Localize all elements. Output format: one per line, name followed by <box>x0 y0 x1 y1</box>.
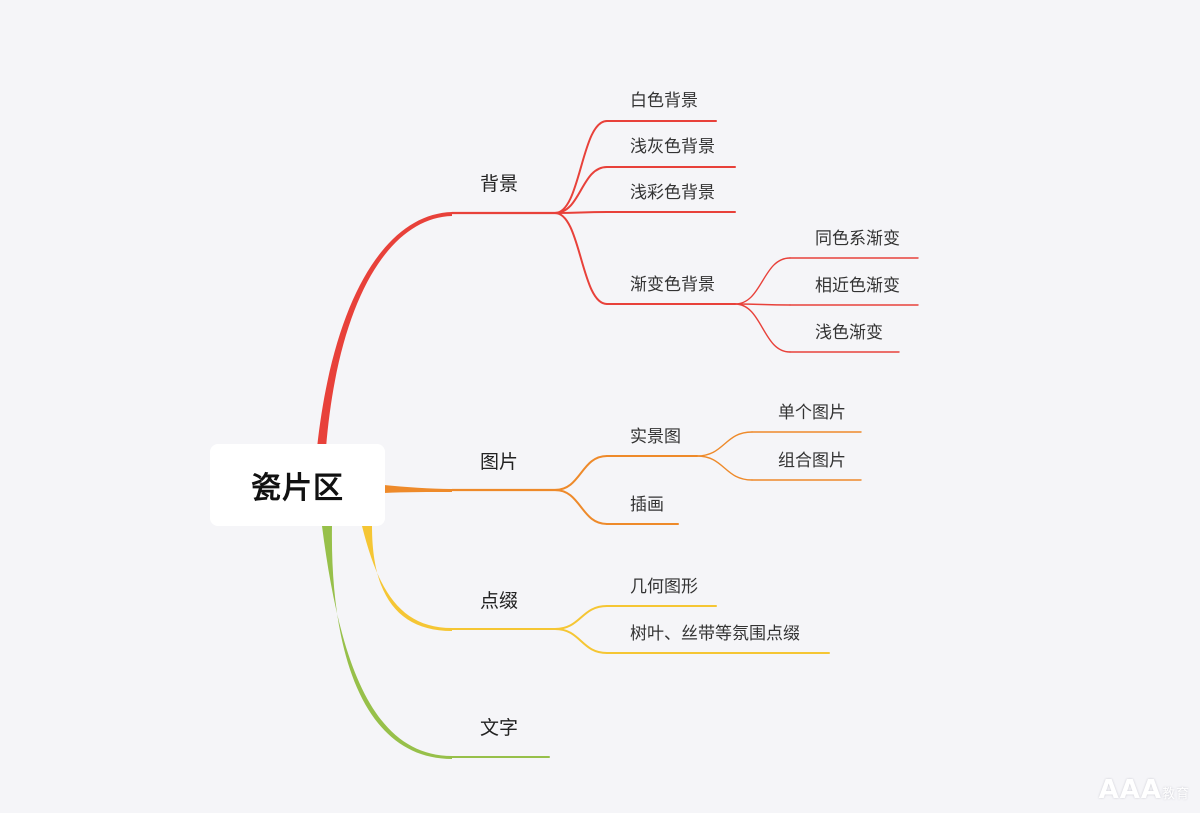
node-leaves-ribbons[interactable]: 树叶、丝带等氛围点缀 <box>630 624 800 644</box>
node-dianzhui[interactable]: 点缀 <box>480 590 519 612</box>
edge-beijing-color <box>554 211 608 214</box>
node-combined-images[interactable]: 组合图片 <box>778 451 846 471</box>
node-illustration[interactable]: 插画 <box>630 495 664 515</box>
root-node[interactable]: 瓷片区 <box>210 444 385 526</box>
watermark-text: AAA <box>1098 775 1162 805</box>
node-same-hue-gradient[interactable]: 同色系渐变 <box>815 229 900 249</box>
edge-beijing-white <box>554 120 608 214</box>
edge-root-beijing <box>317 212 452 448</box>
root-node-label: 瓷片区 <box>251 471 344 506</box>
node-single-image[interactable]: 单个图片 <box>778 403 846 423</box>
node-beijing[interactable]: 背景 <box>480 173 519 195</box>
edge-gradient-analog <box>734 303 791 306</box>
node-analogous-gradient[interactable]: 相近色渐变 <box>815 276 900 296</box>
node-light-gray-bg[interactable]: 浅灰色背景 <box>630 137 715 157</box>
node-geometric-shapes[interactable]: 几何图形 <box>630 577 698 597</box>
node-tupian[interactable]: 图片 <box>480 451 519 473</box>
edge-tupian-illust <box>554 489 608 525</box>
watermark-logo: AAA教育 <box>1099 777 1190 803</box>
edge-beijing-gray <box>554 166 608 214</box>
edge-photo-combined <box>696 455 753 481</box>
edge-gradient-same <box>734 257 791 305</box>
edge-root-dianzhui <box>362 526 452 631</box>
edge-root-wenzi <box>322 526 452 759</box>
edge-dianzhui-geo <box>554 605 608 630</box>
edge-dianzhui-leaves <box>554 628 608 654</box>
node-wenzi[interactable]: 文字 <box>480 717 519 739</box>
edge-tupian-photo <box>554 455 608 491</box>
node-photo[interactable]: 实景图 <box>630 427 681 447</box>
edge-beijing-gradient <box>554 212 608 305</box>
node-gradient-bg[interactable]: 渐变色背景 <box>630 275 715 295</box>
node-light-gradient[interactable]: 浅色渐变 <box>815 323 883 343</box>
edge-gradient-light <box>734 303 791 353</box>
edge-photo-single <box>696 431 753 457</box>
edge-root-tupian <box>384 485 452 493</box>
watermark-sub: 教育 <box>1161 787 1190 802</box>
node-light-color-bg[interactable]: 浅彩色背景 <box>630 183 715 203</box>
node-white-bg[interactable]: 白色背景 <box>630 91 698 111</box>
